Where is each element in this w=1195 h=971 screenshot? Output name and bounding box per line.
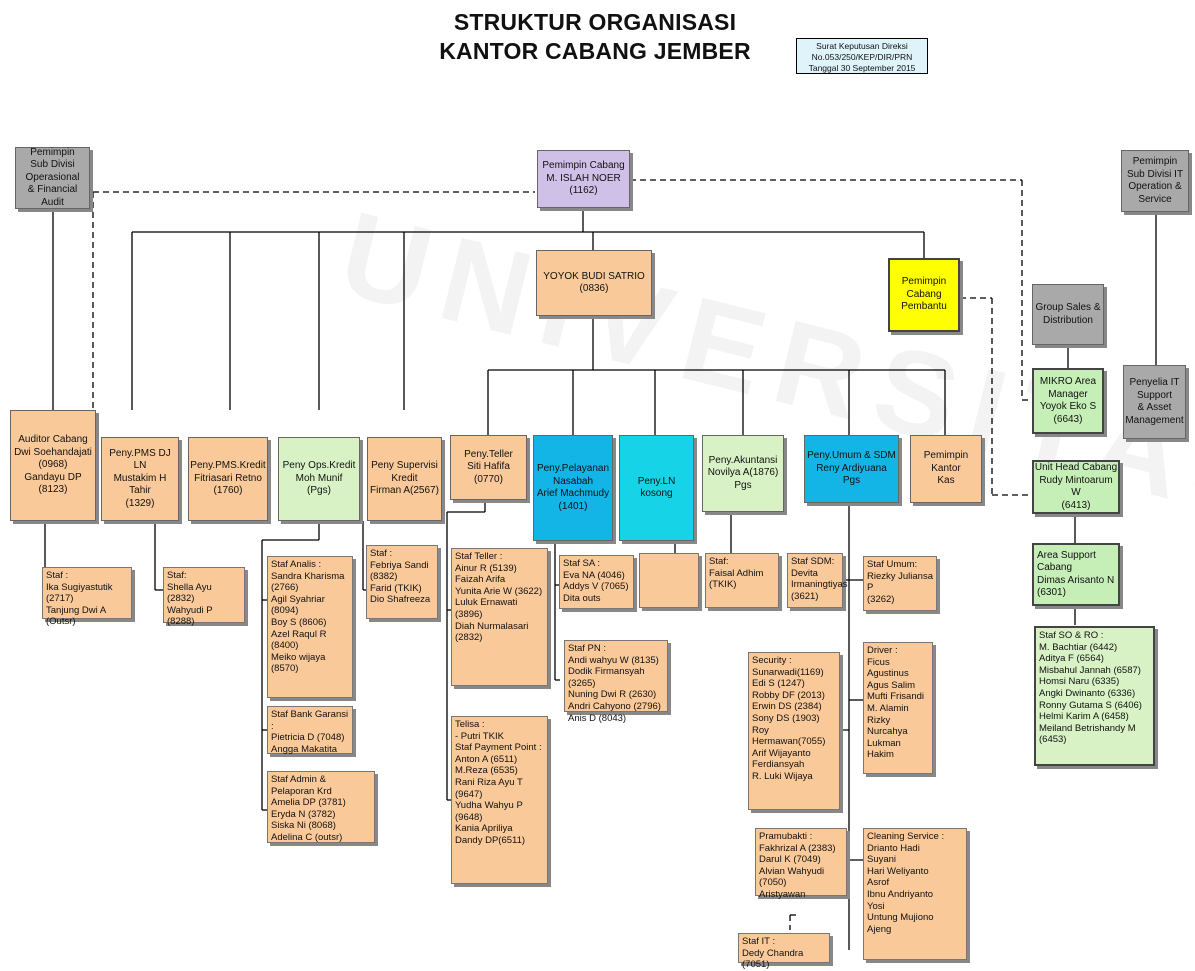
- staff-auditor: Staf : Ika Sugiyastutik (2717) Tanjung D…: [42, 567, 132, 627]
- box-kantor-kas-label: Pemimpin Kantor Kas: [923, 450, 969, 487]
- title-line-1: STRUKTUR ORGANISASI: [453, 9, 737, 35]
- staff-pramubakti: Pramubakti : Fakhrizal A (2383) Darul K …: [755, 828, 847, 900]
- box-group-sales: Group Sales & Distribution: [1032, 284, 1104, 345]
- staff-bank-garansi-text: Staf Bank Garansi : Pietricia D (7048) A…: [271, 709, 349, 755]
- box-pms-kredit: Peny.PMS.Kredit Fitriasari Retno (1760): [188, 437, 268, 521]
- staff-akuntansi-text: Staf: Faisal Adhim (TKIK): [709, 556, 764, 591]
- staff-admin: Staf Admin & Pelaporan Krd Amelia DP (37…: [267, 771, 375, 843]
- staff-umum: Staf Umum: Riezky Juliansa P (3262): [863, 556, 937, 611]
- box-pms-kredit-label: Peny.PMS.Kredit Fitriasari Retno (1760): [190, 460, 266, 497]
- staff-pn-text: Staf PN : Andi wahyu W (8135) Dodik Firm…: [568, 643, 661, 724]
- box-supervisi-label: Peny Supervisi Kredit Firman A(2567): [370, 460, 439, 497]
- title-line-2: KANTOR CABANG JEMBER: [439, 38, 751, 64]
- chart-title: STRUKTUR ORGANISASI KANTOR CABANG JEMBER: [380, 8, 810, 66]
- box-cabang-pembantu-label: Pemimpin Cabang Pembantu: [901, 276, 947, 313]
- staff-akuntansi: Staf: Faisal Adhim (TKIK): [705, 553, 779, 608]
- staff-sa: Staf SA : Eva NA (4046) Addys V (7065) D…: [559, 555, 634, 609]
- box-ln: Peny.LN kosong: [619, 435, 694, 541]
- box-teller: Peny.Teller Siti Hafifa (0770): [450, 435, 527, 500]
- staff-it: Staf IT : Dedy Chandra (7051): [738, 933, 830, 970]
- staff-cleaning: Cleaning Service : Drianto Hadi Suyani H…: [863, 828, 967, 960]
- box-auditor: Auditor Cabang Dwi Soehandajati (0968) G…: [10, 410, 96, 521]
- box-umum-sdm: Peny.Umum & SDM Reny Ardiyuana Pgs: [804, 435, 899, 503]
- decree-text: Surat Keputusan Direksi No.053/250/KEP/D…: [808, 41, 916, 73]
- staff-sa-text: Staf SA : Eva NA (4046) Addys V (7065) D…: [563, 558, 629, 604]
- box-pemimpin-cabang: Pemimpin Cabang M. ISLAH NOER (1162): [537, 150, 630, 208]
- box-yoyok: YOYOK BUDI SATRIO (0836): [536, 250, 652, 316]
- staff-it-text: Staf IT : Dedy Chandra (7051): [742, 936, 804, 971]
- staff-sdm-text: Staf SDM: Devita Irmaningtiyas (3621): [791, 556, 848, 602]
- staff-umum-text: Staf Umum: Riezky Juliansa P (3262): [867, 559, 933, 605]
- box-supervisi: Peny Supervisi Kredit Firman A(2567): [367, 437, 442, 521]
- box-pms-djln-label: Peny.PMS DJ LN Mustakim H Tahir (1329): [109, 447, 171, 509]
- box-mikro: MIKRO Area Manager Yoyok Eko S (6643): [1032, 368, 1104, 434]
- staff-so-ro: Staf SO & RO : M. Bachtiar (6442) Aditya…: [1034, 626, 1155, 766]
- box-penyelia-it: Penyelia IT Support & Asset Management: [1123, 365, 1186, 439]
- box-pms-djln: Peny.PMS DJ LN Mustakim H Tahir (1329): [101, 437, 179, 521]
- staff-supervisi: Staf : Febriya Sandi (8382) Farid (TKIK)…: [366, 545, 438, 619]
- decree-note: Surat Keputusan Direksi No.053/250/KEP/D…: [796, 38, 928, 74]
- box-sub-div-ops: Pemimpin Sub Divisi Operasional & Financ…: [15, 147, 90, 209]
- staff-supervisi-text: Staf : Febriya Sandi (8382) Farid (TKIK)…: [370, 548, 431, 606]
- staff-telisa-text: Telisa : - Putri TKIK Staf Payment Point…: [455, 719, 542, 846]
- staff-analis: Staf Analis : Sandra Kharisma (2766) Agi…: [267, 556, 353, 698]
- staff-driver: Driver : Ficus Agustinus Agus Salim Muft…: [863, 642, 933, 774]
- staff-sdm: Staf SDM: Devita Irmaningtiyas (3621): [787, 553, 848, 608]
- box-umum-sdm-label: Peny.Umum & SDM Reny Ardiyuana Pgs: [807, 450, 896, 487]
- box-sub-div-it: Pemimpin Sub Divisi IT Operation & Servi…: [1121, 150, 1189, 212]
- box-unit-head: Unit Head Cabang Rudy Mintoarum W (6413): [1032, 460, 1120, 514]
- staff-security-text: Security : Sunarwadi(1169) Edi S (1247) …: [752, 655, 826, 782]
- box-akuntansi-label: Peny.Akuntansi Novilya A(1876) Pgs: [707, 454, 779, 491]
- staff-bank-garansi: Staf Bank Garansi : Pietricia D (7048) A…: [267, 706, 353, 755]
- staff-auditor-text: Staf : Ika Sugiyastutik (2717) Tanjung D…: [46, 570, 113, 628]
- box-area-support: Area Support Cabang Dimas Arisanto N (63…: [1032, 543, 1120, 606]
- staff-analis-text: Staf Analis : Sandra Kharisma (2766) Agi…: [271, 559, 345, 675]
- box-penyelia-it-label: Penyelia IT Support & Asset Management: [1125, 377, 1184, 426]
- box-pemimpin-cabang-label: Pemimpin Cabang M. ISLAH NOER (1162): [542, 160, 625, 197]
- box-kantor-kas: Pemimpin Kantor Kas: [910, 435, 982, 503]
- box-ops-kredit-label: Peny Ops.Kredit Moh Munif (Pgs): [282, 460, 356, 497]
- staff-teller-text: Staf Teller : Ainur R (5139) Faizah Arif…: [455, 551, 543, 644]
- box-group-sales-label: Group Sales & Distribution: [1035, 302, 1101, 326]
- staff-admin-text: Staf Admin & Pelaporan Krd Amelia DP (37…: [271, 774, 346, 843]
- staff-pramubakti-text: Pramubakti : Fakhrizal A (2383) Darul K …: [759, 831, 836, 900]
- box-unit-head-label: Unit Head Cabang Rudy Mintoarum W (6413): [1034, 462, 1118, 511]
- box-area-support-label: Area Support Cabang Dimas Arisanto N (63…: [1037, 549, 1115, 599]
- staff-ln: [639, 553, 699, 608]
- staff-security: Security : Sunarwadi(1169) Edi S (1247) …: [748, 652, 840, 810]
- box-ops-kredit: Peny Ops.Kredit Moh Munif (Pgs): [278, 437, 360, 521]
- box-akuntansi: Peny.Akuntansi Novilya A(1876) Pgs: [702, 435, 784, 512]
- box-cabang-pembantu: Pemimpin Cabang Pembantu: [888, 258, 960, 332]
- staff-pms-kredit: Staf: Shella Ayu (2832) Wahyudi P (8288): [163, 567, 245, 627]
- staff-so-ro-text: Staf SO & RO : M. Bachtiar (6442) Aditya…: [1039, 630, 1142, 746]
- box-sub-div-ops-label: Pemimpin Sub Divisi Operasional & Financ…: [25, 146, 80, 208]
- box-mikro-label: MIKRO Area Manager Yoyok Eko S (6643): [1039, 376, 1097, 425]
- staff-telisa: Telisa : - Putri TKIK Staf Payment Point…: [451, 716, 548, 884]
- staff-teller: Staf Teller : Ainur R (5139) Faizah Arif…: [451, 548, 548, 686]
- box-teller-label: Peny.Teller Siti Hafifa (0770): [464, 448, 513, 485]
- box-pelayanan: Peny.Pelayanan Nasabah Arief Machmudy (1…: [533, 435, 613, 541]
- box-ln-label: Peny.LN kosong: [637, 475, 676, 500]
- staff-cleaning-text: Cleaning Service : Drianto Hadi Suyani H…: [867, 831, 945, 935]
- staff-pn: Staf PN : Andi wahyu W (8135) Dodik Firm…: [564, 640, 668, 724]
- box-sub-div-it-label: Pemimpin Sub Divisi IT Operation & Servi…: [1126, 156, 1184, 205]
- staff-driver-text: Driver : Ficus Agustinus Agus Salim Muft…: [867, 645, 925, 761]
- staff-pms-kredit-text: Staf: Shella Ayu (2832) Wahyudi P (8288): [167, 570, 213, 628]
- box-auditor-label: Auditor Cabang Dwi Soehandajati (0968) G…: [14, 434, 92, 496]
- box-pelayanan-label: Peny.Pelayanan Nasabah Arief Machmudy (1…: [536, 463, 610, 512]
- box-yoyok-label: YOYOK BUDI SATRIO (0836): [543, 270, 645, 295]
